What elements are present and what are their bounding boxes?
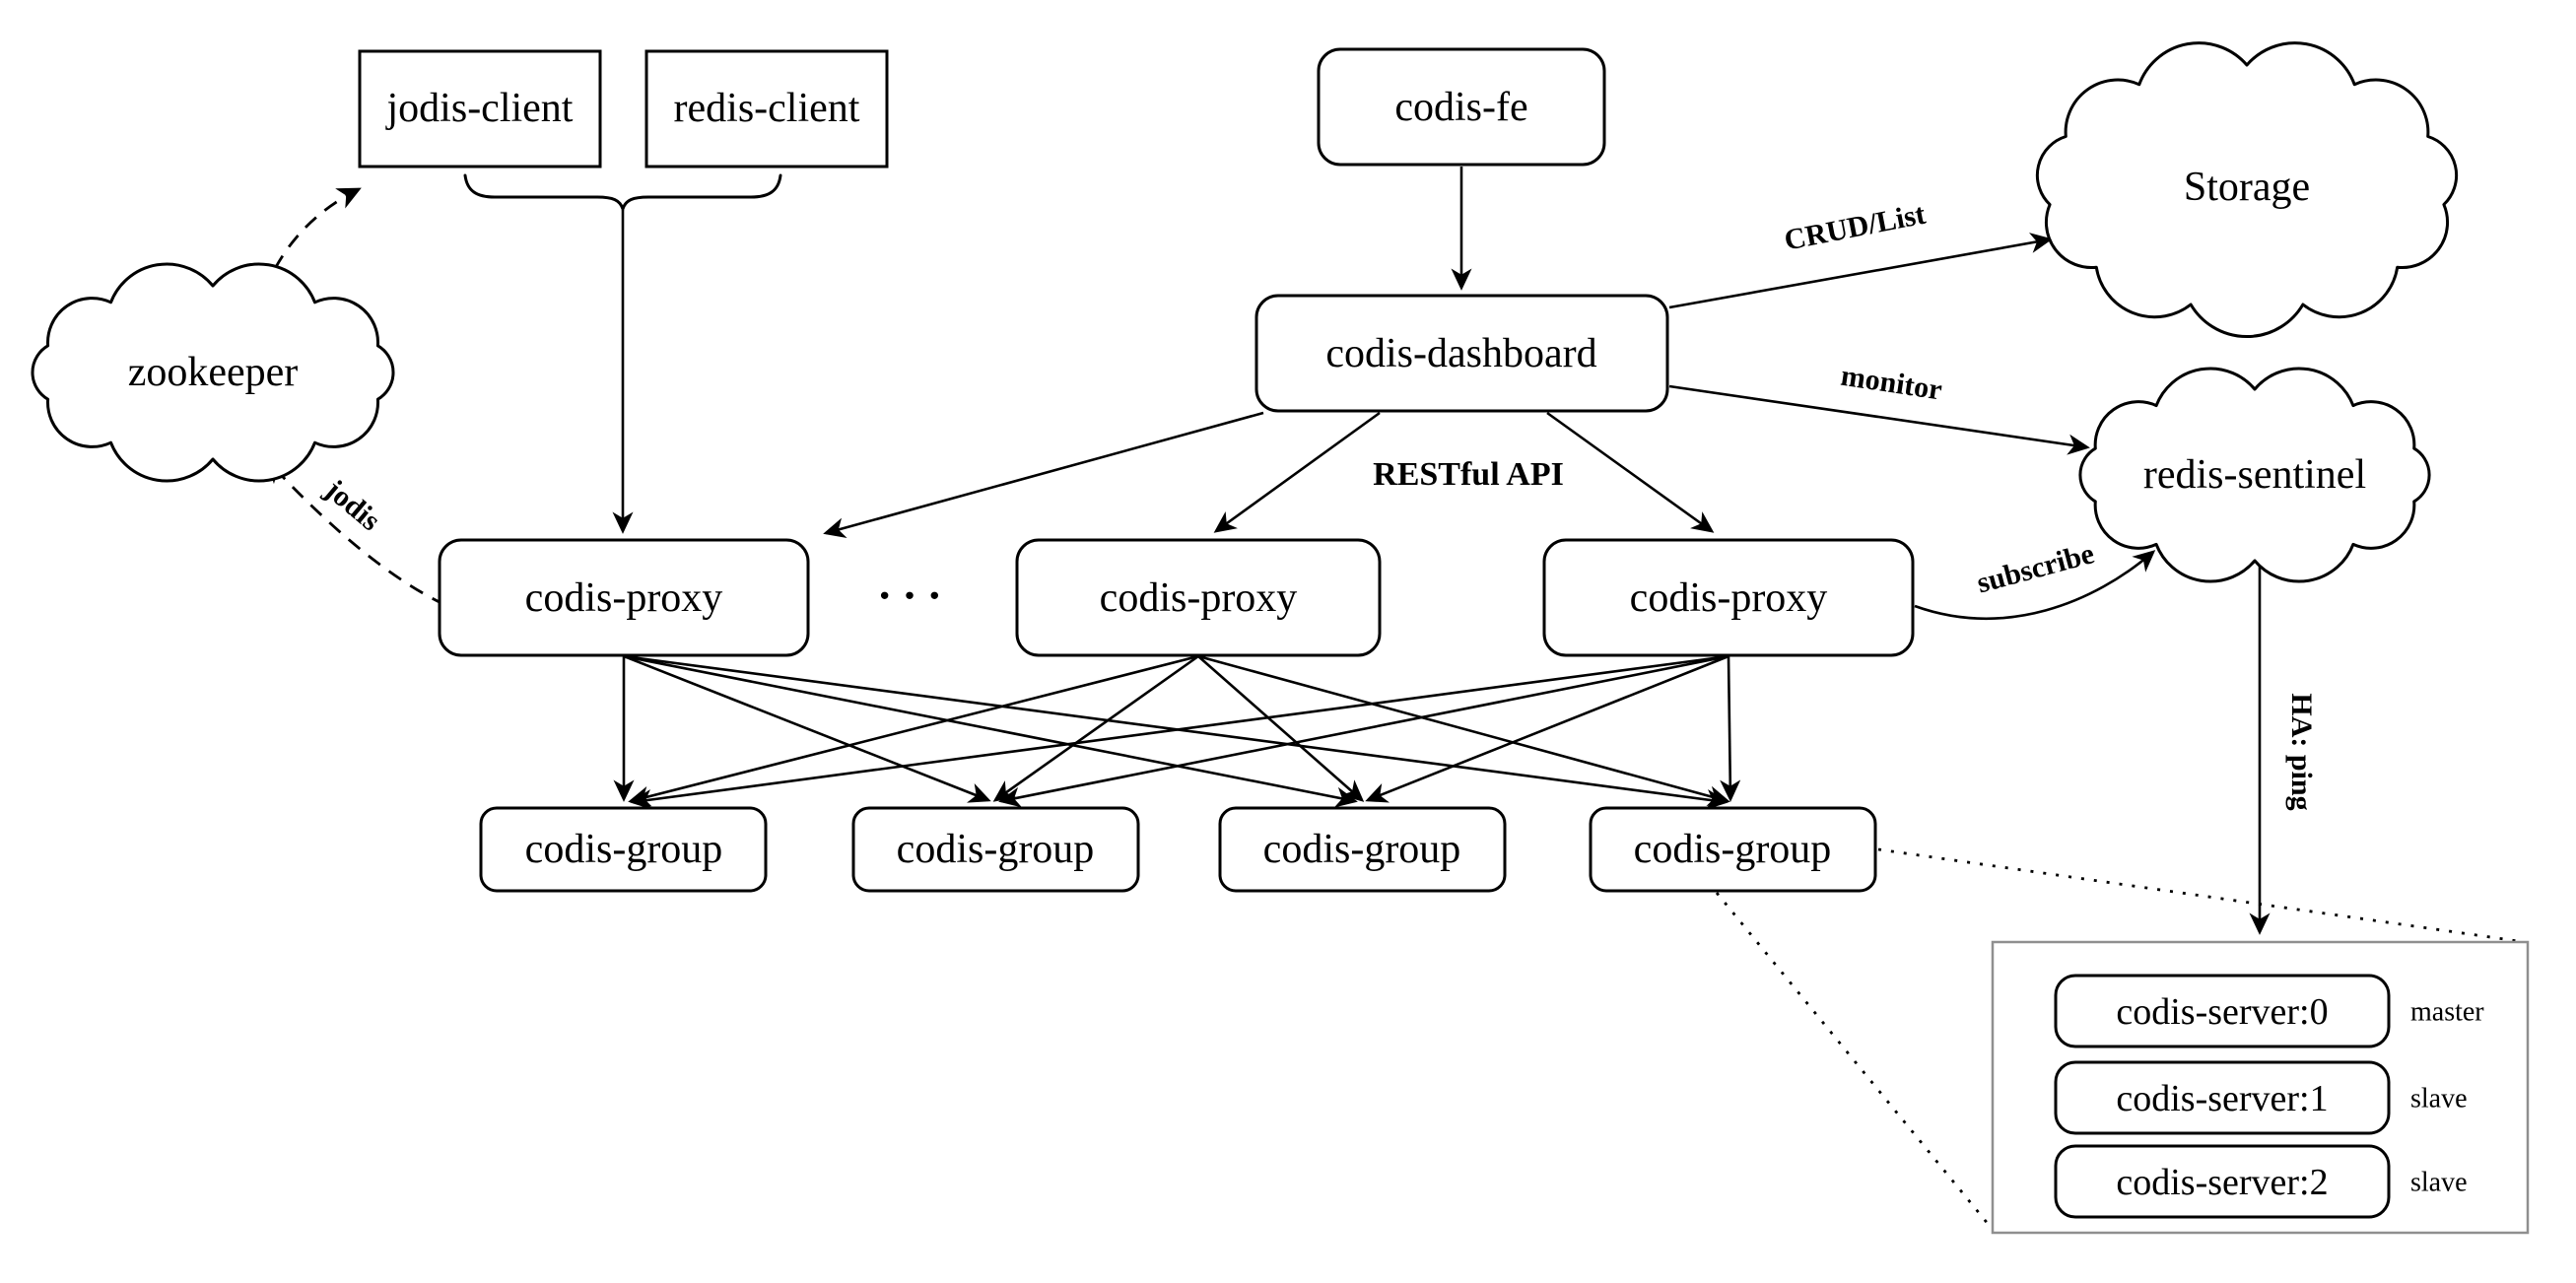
- codis-proxy-2-label: codis-proxy: [1100, 575, 1298, 621]
- storage-cloud: [2035, 41, 2459, 338]
- jodis-client-label: jodis-client: [385, 86, 574, 131]
- edge-dashboard-to-proxy1: [823, 411, 1264, 538]
- redis-sentinel-label: redis-sentinel: [2143, 452, 2366, 498]
- monitor-label: monitor: [1839, 360, 1944, 407]
- codis-proxy-1-box: [438, 538, 810, 657]
- jodis-client-box: [358, 49, 602, 169]
- codis-proxy-3-box: [1542, 538, 1915, 657]
- edge-proxy1-to-zookeeper-dashed: [265, 458, 446, 607]
- edge-proxy3-group4: [1720, 655, 1741, 802]
- client-nodes: jodis-client redis-client: [358, 49, 889, 214]
- codis-group-4-box: [1589, 806, 1877, 893]
- edge-proxy3-group1: [630, 654, 1729, 810]
- codis-group-2-label: codis-group: [897, 827, 1095, 872]
- storage-label: Storage: [2184, 165, 2310, 210]
- codis-server-0-label: codis-server:0: [2116, 991, 2328, 1033]
- clients-brace: [463, 173, 782, 214]
- ha-ping-label: HA: ping: [2285, 693, 2318, 810]
- codis-group-3-label: codis-group: [1263, 827, 1461, 872]
- codis-server-2-box: [2054, 1144, 2391, 1219]
- role-slave1-label: slave: [2410, 1084, 2468, 1114]
- edge-dashboard-to-proxy3: [1546, 411, 1715, 533]
- redis-sentinel-cloud: [2078, 367, 2431, 583]
- codis-proxy-1-label: codis-proxy: [525, 575, 723, 621]
- control-nodes: codis-fe codis-dashboard: [1254, 47, 1669, 413]
- edge-proxy2-group1: [628, 654, 1199, 807]
- edge-dashboard-to-sentinel: [1668, 384, 2090, 455]
- codis-server-1-box: [2054, 1060, 2391, 1135]
- edge-proxy1-group2: [623, 654, 991, 803]
- edge-proxy3-group2: [998, 654, 1729, 808]
- edge-dashboard-to-storage: [1668, 233, 2053, 309]
- crud-list-label: CRUD/List: [1782, 198, 1929, 257]
- edge-proxy1-group3: [623, 654, 1358, 808]
- codis-proxy-3-label: codis-proxy: [1630, 575, 1828, 621]
- codis-fe-box: [1317, 47, 1606, 167]
- edge-labels: CRUD/List monitor RESTful API subscribe …: [318, 198, 2318, 811]
- dotted-link-group4-container-top: [1877, 847, 2526, 944]
- server-detail: codis-server:0 master codis-server:1 sla…: [1991, 940, 2530, 1235]
- redis-client-box: [644, 49, 889, 169]
- codis-group-1-label: codis-group: [525, 827, 723, 872]
- zookeeper-label: zookeeper: [128, 350, 299, 395]
- proxy-nodes: codis-proxy ··· codis-proxy codis-proxy: [438, 538, 1915, 657]
- redis-client-label: redis-client: [674, 86, 860, 131]
- codis-server-1-label: codis-server:1: [2116, 1078, 2328, 1119]
- codis-group-2-box: [851, 806, 1140, 893]
- codis-group-4-label: codis-group: [1634, 827, 1832, 872]
- edge-proxy3-group3: [1365, 654, 1729, 803]
- dotted-link-group4-container-bottom: [1715, 892, 1996, 1232]
- codis-server-0-box: [2054, 974, 2391, 1048]
- jodis-label: jodis: [318, 473, 386, 538]
- codis-group-1-box: [479, 806, 768, 893]
- clouds: zookeeper Storage redis-sentinel: [31, 41, 2459, 583]
- edges: [262, 167, 2526, 1232]
- edge-proxy2-group3: [1197, 655, 1365, 802]
- subscribe-label: subscribe: [1974, 537, 2098, 599]
- edge-proxy3-to-sentinel: [1914, 550, 2156, 620]
- role-slave2-label: slave: [2410, 1168, 2468, 1198]
- edge-proxy2-group4: [1197, 654, 1730, 807]
- codis-server-2-label: codis-server:2: [2116, 1162, 2328, 1203]
- restful-api-label: RESTful API: [1373, 456, 1564, 493]
- codis-dashboard-label: codis-dashboard: [1325, 331, 1596, 376]
- codis-proxy-2-box: [1015, 538, 1382, 657]
- codis-group-3-box: [1218, 806, 1507, 893]
- edge-dashboard-to-proxy2: [1213, 411, 1381, 533]
- zookeeper-cloud: [31, 262, 395, 483]
- codis-dashboard-box: [1254, 294, 1669, 413]
- group-nodes: codis-group codis-group codis-group codi…: [479, 806, 1877, 893]
- edge-proxy2-group2: [992, 654, 1199, 802]
- proxy-ellipsis: ···: [877, 571, 952, 621]
- role-master-label: master: [2410, 997, 2484, 1028]
- codis-fe-label: codis-fe: [1394, 85, 1527, 130]
